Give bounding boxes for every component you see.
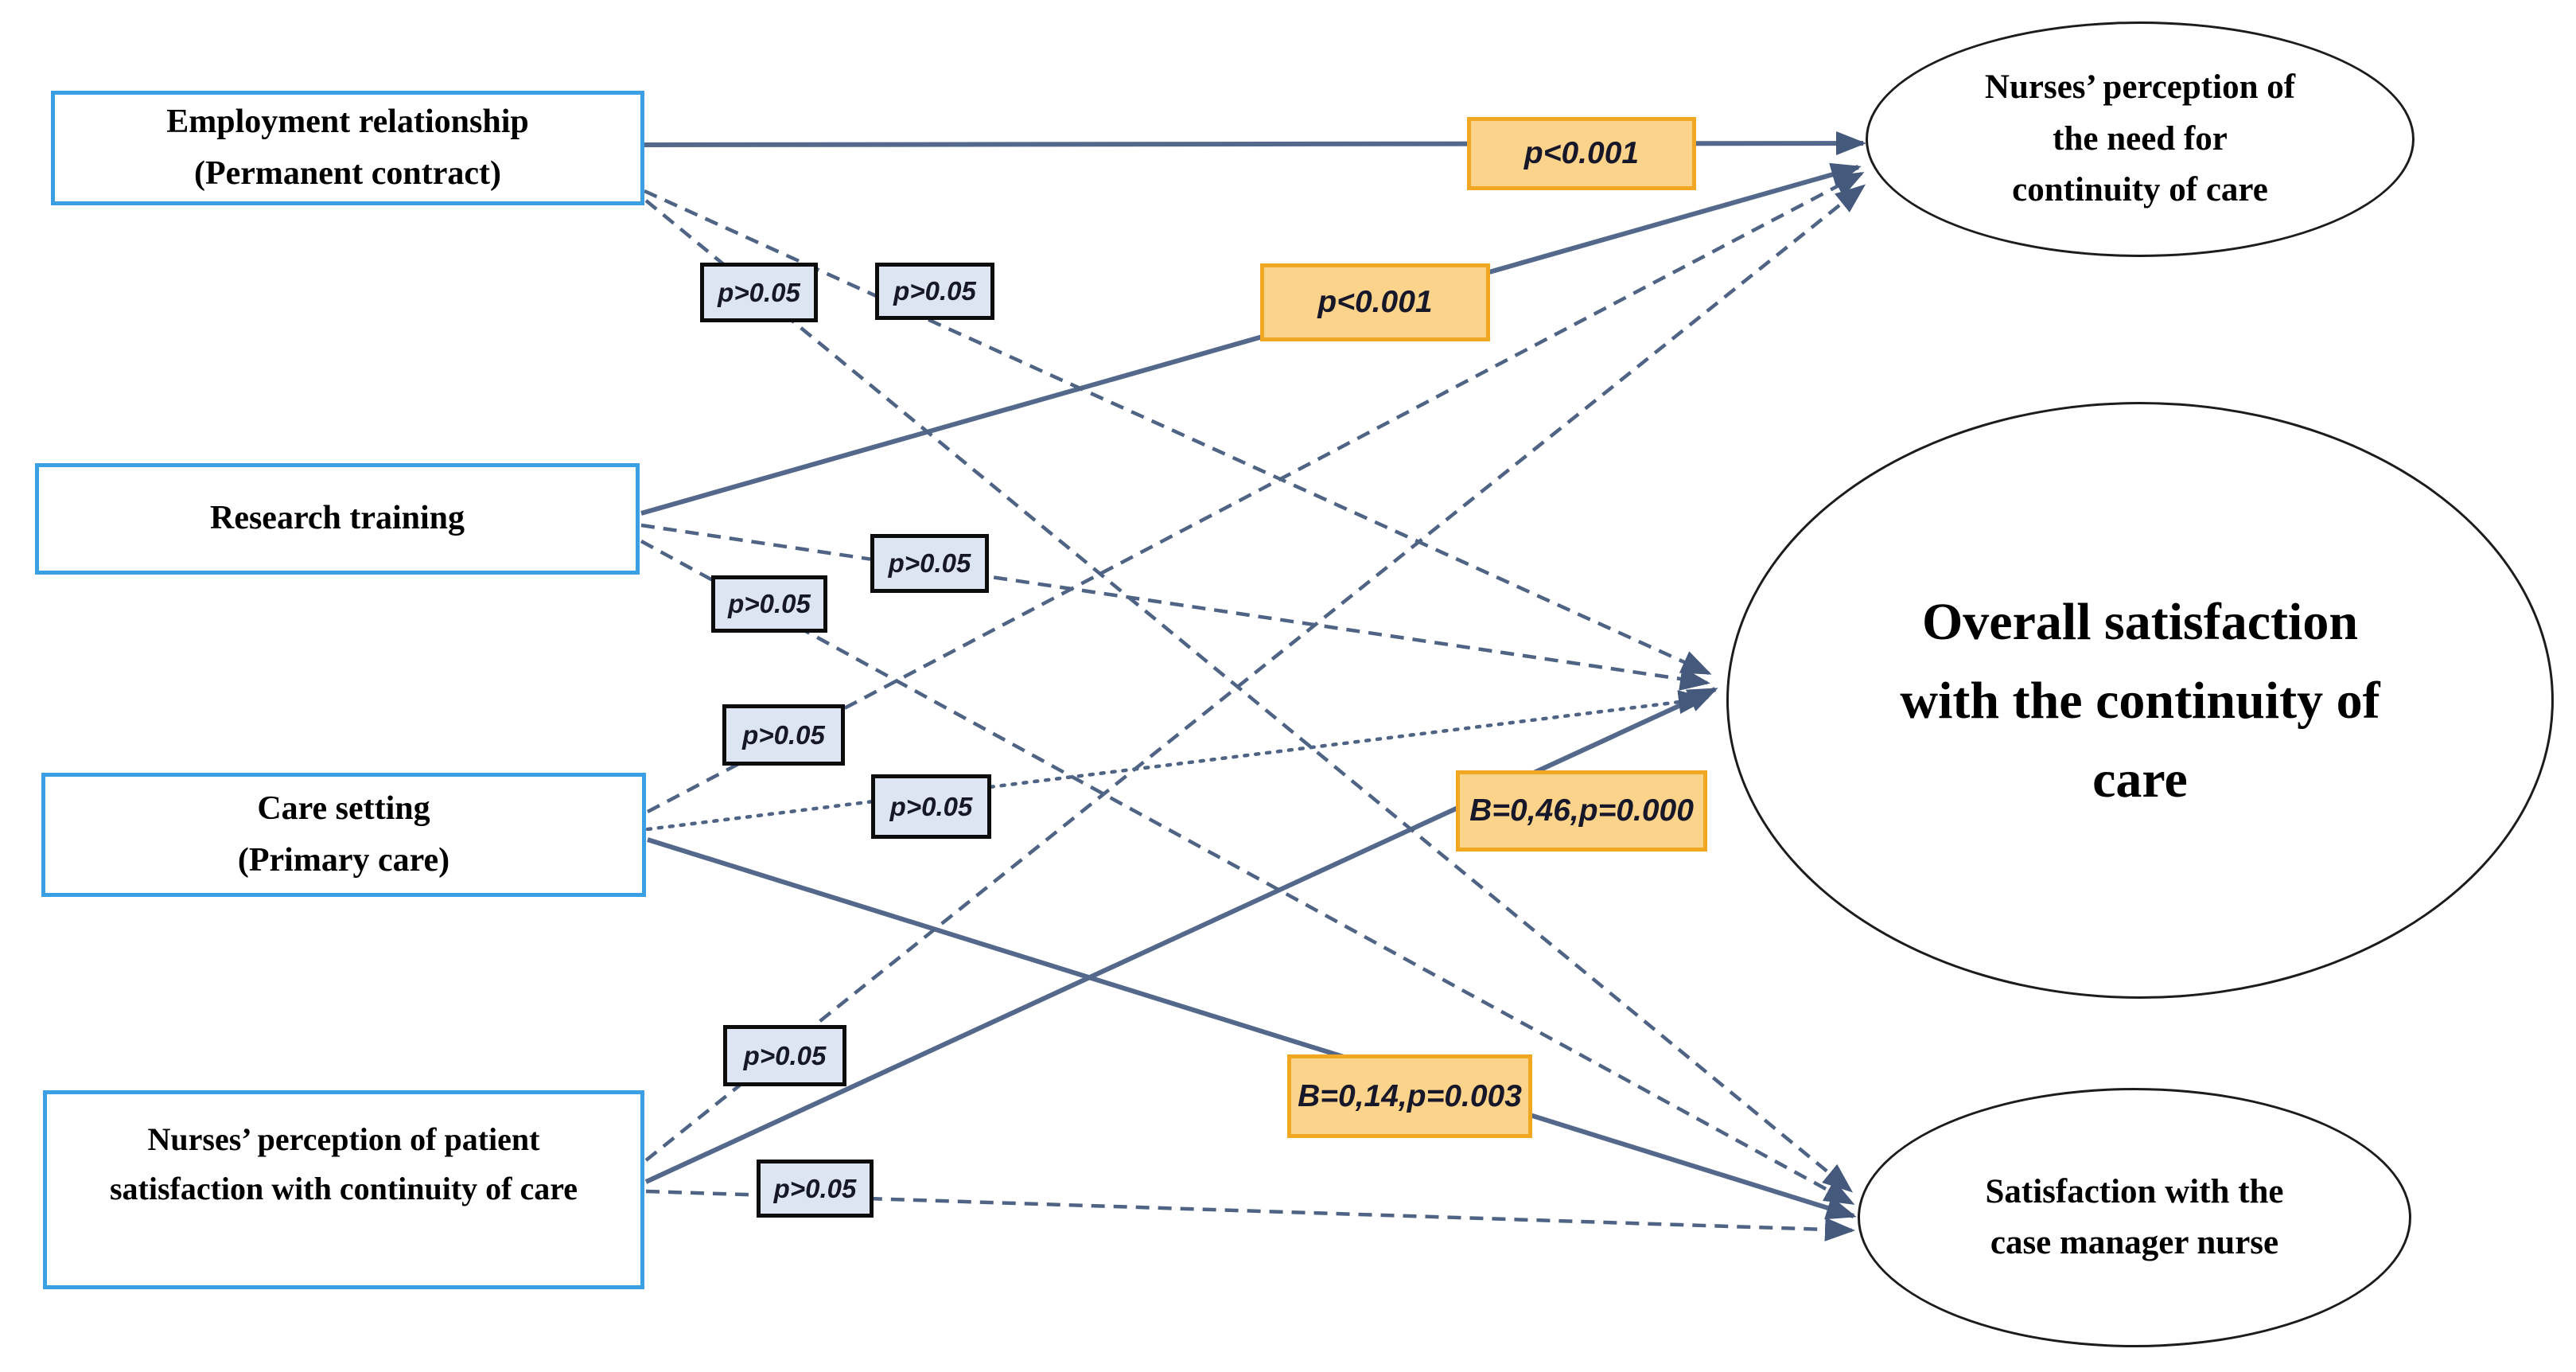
label-text: p>0.05 xyxy=(728,589,811,618)
box-text-line: Research training xyxy=(209,500,465,537)
ellipse-text-line: care xyxy=(2092,750,2188,809)
edge-caresetting-to-casemanager xyxy=(647,837,1857,1220)
box-text-line: (Primary care) xyxy=(237,842,450,879)
label-significant-employment-need: p<0.001 xyxy=(1467,117,1696,190)
label-ns-caresetting-2: p>0.05 xyxy=(871,774,991,839)
label-text: p<0.001 xyxy=(1317,285,1433,319)
ellipse-case-manager-satisfaction: Satisfaction with the case manager nurse xyxy=(1858,1088,2411,1347)
label-ns-caresetting-1: p>0.05 xyxy=(722,704,845,766)
label-text: p>0.05 xyxy=(743,1040,827,1070)
label-text: p>0.05 xyxy=(773,1173,857,1203)
label-text: p<0.001 xyxy=(1523,136,1640,170)
ellipse-overall-satisfaction: Overall satisfaction with the continuity… xyxy=(1726,402,2554,999)
ellipse-need-for-continuity: Nurses’ perception of the need for conti… xyxy=(1866,21,2415,257)
label-significant-caresetting-casemanager: B=0,14,p=0.003 xyxy=(1287,1054,1532,1138)
edge-caresetting-to-overall xyxy=(645,690,1709,832)
label-text: B=0,46,p=0.000 xyxy=(1469,793,1694,828)
label-text: p>0.05 xyxy=(888,548,971,578)
box-text-line: satisfaction with continuity of care xyxy=(109,1171,578,1206)
box-text-line: Care setting xyxy=(257,789,430,827)
label-significant-research-need: p<0.001 xyxy=(1260,263,1490,341)
label-ns-employment-2: p>0.05 xyxy=(875,263,994,320)
label-ns-perception-1: p>0.05 xyxy=(723,1025,846,1086)
box-text-line: Employment relationship xyxy=(166,103,529,140)
ellipse-text-line: with the continuity of xyxy=(1900,671,2380,730)
edge-employment-to-overall xyxy=(644,189,1712,676)
edge-employment-to-casemanager xyxy=(644,199,1854,1193)
label-ns-research-1: p>0.05 xyxy=(870,534,989,593)
ellipse-text-line: the need for xyxy=(2053,119,2228,158)
edge-research-to-overall xyxy=(640,523,1710,691)
label-ns-employment-1: p>0.05 xyxy=(700,263,818,322)
box-text-line: Nurses’ perception of patient xyxy=(147,1121,540,1157)
edge-research-to-need xyxy=(640,162,1862,516)
box-research-training: Research training xyxy=(35,463,640,575)
box-employment-relationship: Employment relationship (Permanent contr… xyxy=(51,91,644,205)
label-ns-research-2: p>0.05 xyxy=(711,575,827,633)
ellipse-text-line: Satisfaction with the xyxy=(1985,1172,2284,1210)
label-text: p>0.05 xyxy=(893,276,976,306)
label-text: p>0.05 xyxy=(742,719,825,750)
box-text-line: (Permanent contract) xyxy=(194,155,501,192)
label-text: B=0,14,p=0.003 xyxy=(1298,1078,1522,1113)
ellipse-text-line: Nurses’ perception of xyxy=(1984,68,2296,107)
box-nurses-perception-patient-satisfaction: Nurses’ perception of patient satisfacti… xyxy=(43,1090,644,1289)
label-significant-perception-overall: B=0,46,p=0.000 xyxy=(1456,770,1707,852)
edge-perception-to-need xyxy=(644,184,1866,1162)
edge-caresetting-to-need xyxy=(646,172,1865,813)
label-text: p>0.05 xyxy=(718,277,800,307)
ellipse-text-line: case manager nurse xyxy=(1990,1224,2279,1261)
edge-research-to-casemanager xyxy=(640,540,1855,1205)
label-text: p>0.05 xyxy=(889,791,973,821)
ellipse-text-line: continuity of care xyxy=(2012,171,2268,209)
label-ns-perception-2: p>0.05 xyxy=(757,1160,874,1218)
ellipse-text-line: Overall satisfaction xyxy=(1921,592,2359,651)
box-care-setting: Care setting (Primary care) xyxy=(41,773,646,897)
